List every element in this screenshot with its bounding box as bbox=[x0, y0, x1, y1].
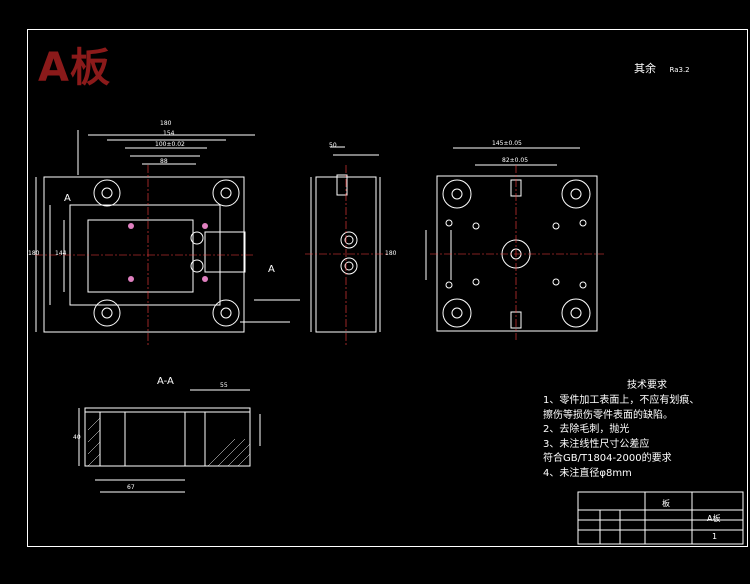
tech-item-1: 1、零件加工表面上，不应有划痕、 bbox=[543, 395, 700, 406]
drawing-title: A板 bbox=[38, 45, 111, 91]
dim-front-width: 180 bbox=[160, 120, 172, 127]
tech-item-2: 擦伤等损伤零件表面的缺陷。 bbox=[543, 409, 673, 421]
roughness-note: 其余 Ra3.2 bbox=[634, 60, 690, 76]
top-view-outline bbox=[436, 175, 598, 332]
dim-depth: 55 bbox=[220, 382, 228, 389]
dim-side-width: 50 bbox=[329, 142, 337, 149]
tech-requirements-title: 技术要求 bbox=[627, 380, 667, 391]
title-block-part: 板 bbox=[662, 499, 670, 508]
section-label: A-A bbox=[157, 376, 174, 387]
dim-front-width2: 154 bbox=[163, 130, 175, 137]
title-block-sheet: 1 bbox=[712, 532, 718, 541]
front-view-outline bbox=[43, 176, 245, 333]
dim-front-width3: 100±0.02 bbox=[155, 141, 185, 148]
dim-top-width: 145±0.05 bbox=[492, 140, 522, 147]
dim-front-width4: 88 bbox=[160, 158, 168, 165]
roughness-value: Ra3.2 bbox=[669, 66, 690, 74]
dim-side-height: 180 bbox=[385, 250, 397, 257]
tech-item-5: 符合GB/T1804-2000的要求 bbox=[543, 453, 672, 464]
dim-section-height: 40 bbox=[73, 434, 81, 441]
dim-front-height2: 144 bbox=[55, 250, 67, 257]
drawing-frame bbox=[27, 29, 748, 547]
section-mark-a1: A bbox=[64, 193, 71, 204]
tech-requirements: 技术要求 1、零件加工表面上，不应有划痕、 擦伤等损伤零件表面的缺陷。 2、去除… bbox=[543, 380, 699, 481]
tech-item-6: 4、未注直径φ8mm bbox=[543, 467, 632, 479]
tech-item-4: 3、未注线性尺寸公差应 bbox=[543, 438, 650, 450]
dim-section-width: 67 bbox=[127, 484, 135, 491]
title-block-name: A板 bbox=[707, 514, 721, 523]
dim-front-height: 180 bbox=[28, 250, 40, 257]
roughness-label: 其余 bbox=[634, 62, 656, 75]
section-view-outline bbox=[84, 407, 251, 467]
dim-top-width2: 82±0.05 bbox=[502, 157, 529, 164]
tech-item-3: 2、去除毛刺，抛光 bbox=[543, 424, 630, 435]
section-mark-a2: A bbox=[268, 264, 275, 275]
title-block-outline bbox=[577, 491, 744, 545]
